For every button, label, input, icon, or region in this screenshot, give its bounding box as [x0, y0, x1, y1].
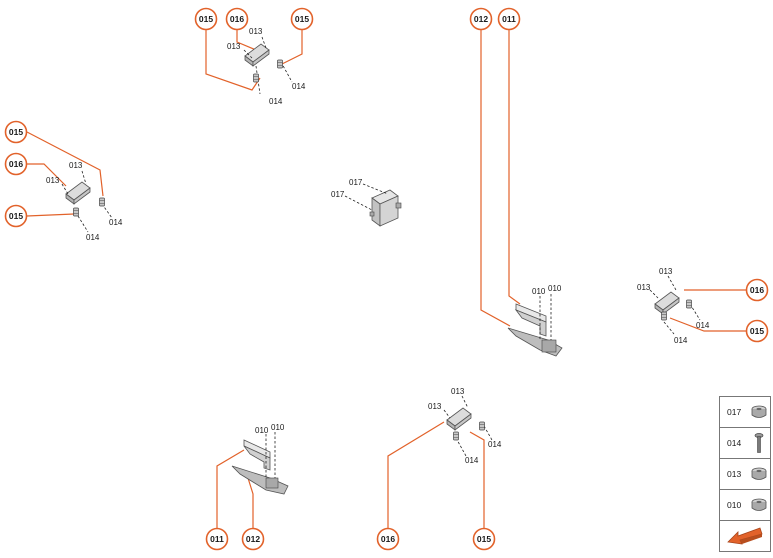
leader-012-top — [480, 30, 511, 327]
legend-row: 013 — [720, 459, 770, 490]
svg-text:015: 015 — [9, 127, 23, 137]
module-box: 017 017 — [331, 178, 402, 227]
leader-011-top — [508, 30, 521, 305]
leader-015-b — [281, 30, 303, 65]
part-label: 010 — [532, 287, 546, 296]
callout-015: 015 — [4, 204, 28, 228]
holder-assembly-bottom: 010 010 — [216, 423, 289, 528]
callout-012: 012 — [241, 527, 265, 551]
leader-011-bot — [216, 449, 245, 528]
callout-016: 016 — [745, 278, 769, 302]
legend-code: 017 — [727, 407, 742, 417]
bracket-unit — [446, 407, 472, 431]
callout-012: 012 — [469, 7, 493, 31]
part-label: 014 — [109, 218, 123, 227]
svg-text:016: 016 — [230, 14, 244, 24]
svg-text:015: 015 — [477, 534, 491, 544]
legend-code: 014 — [727, 438, 742, 448]
orientation-arrow-icon — [720, 521, 770, 551]
part-label: 013 — [69, 161, 83, 170]
part-label: 014 — [465, 456, 479, 465]
nut-icon — [751, 467, 767, 480]
svg-text:015: 015 — [295, 14, 309, 24]
part-label: 013 — [227, 42, 241, 51]
fastener — [99, 197, 105, 207]
legend-row: 014 — [720, 428, 770, 459]
svg-text:016: 016 — [750, 285, 764, 295]
svg-text:011: 011 — [210, 534, 224, 544]
fastener — [277, 59, 283, 69]
legend-code: 010 — [727, 500, 742, 510]
bracket-assembly-bottom: 013 013 014 014 — [387, 387, 502, 528]
part-label: 013 — [249, 27, 263, 36]
svg-text:012: 012 — [474, 14, 488, 24]
holder-assembly-right: 010 010 — [480, 30, 563, 357]
svg-text:016: 016 — [381, 534, 395, 544]
callout-016: 016 — [225, 7, 249, 31]
fastener — [453, 431, 459, 441]
part-label: 013 — [637, 283, 651, 292]
bracket-assembly-top: 013 013 014 014 — [205, 27, 306, 106]
legend-code: 013 — [727, 469, 742, 479]
svg-text:016: 016 — [9, 159, 23, 169]
fastener — [253, 73, 259, 83]
callout-015: 015 — [194, 7, 218, 31]
part-label: 014 — [292, 82, 306, 91]
part-label: 010 — [548, 284, 562, 293]
leader-016-l — [27, 163, 67, 187]
bracket-unit — [65, 181, 91, 205]
nut-icon — [751, 498, 767, 511]
fastener — [479, 421, 485, 431]
leader-012-bot — [247, 477, 254, 528]
part-label: 013 — [659, 267, 673, 276]
callout-015: 015 — [290, 7, 314, 31]
callout-011: 011 — [205, 527, 229, 551]
leader-015-l1 — [26, 131, 104, 197]
callout-015: 015 — [4, 120, 28, 144]
svg-text:011: 011 — [502, 14, 516, 24]
bracket-unit — [654, 291, 680, 315]
legend-row: 010 — [720, 490, 770, 521]
fastener — [661, 311, 667, 321]
fastener — [686, 299, 692, 309]
leader-016-a — [236, 30, 257, 51]
svg-text:015: 015 — [199, 14, 213, 24]
parts-legend: 017 014 013 010 — [719, 396, 771, 552]
nut-icon — [751, 405, 767, 418]
bolt-icon — [754, 433, 764, 453]
part-label: 017 — [331, 190, 345, 199]
part-label: 014 — [488, 440, 502, 449]
part-label: 014 — [269, 97, 283, 106]
leader-015-bot — [469, 431, 485, 528]
leader-015-l2 — [26, 213, 75, 217]
part-label: 010 — [255, 426, 269, 435]
callout-016: 016 — [4, 152, 28, 176]
legend-row: 017 — [720, 397, 770, 428]
callout-011: 011 — [497, 7, 521, 31]
svg-text:015: 015 — [750, 326, 764, 336]
callout-015: 015 — [745, 319, 769, 343]
part-label: 013 — [451, 387, 465, 396]
bracket-assembly-left: 013 013 014 014 — [26, 131, 123, 242]
svg-text:015: 015 — [9, 211, 23, 221]
part-label: 014 — [674, 336, 688, 345]
callout-015: 015 — [472, 527, 496, 551]
svg-text:012: 012 — [246, 534, 260, 544]
callout-016: 016 — [376, 527, 400, 551]
part-label: 013 — [46, 176, 60, 185]
leader-015-r — [669, 317, 757, 332]
fastener — [73, 207, 79, 217]
leader-016-bot — [387, 421, 445, 528]
leader-015-a — [205, 30, 261, 91]
bracket-assembly-far-right: 013 013 014 014 — [637, 267, 757, 345]
part-label: 014 — [86, 233, 100, 242]
part-label: 014 — [696, 321, 710, 330]
part-label: 017 — [349, 178, 363, 187]
part-label: 013 — [428, 402, 442, 411]
part-label: 010 — [271, 423, 285, 432]
